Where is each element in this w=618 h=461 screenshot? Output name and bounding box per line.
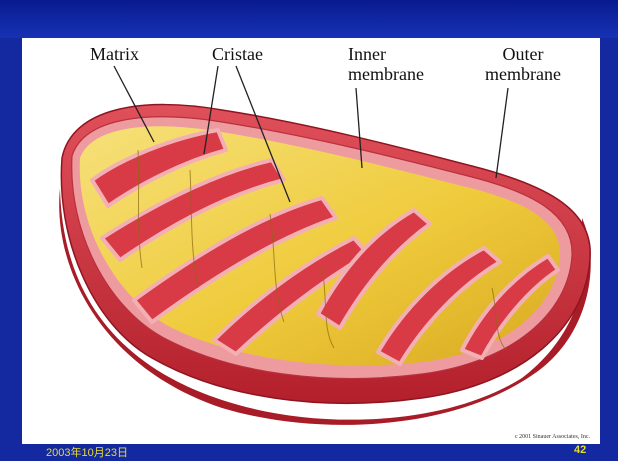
slide-page-number: 42 [574, 444, 586, 456]
label-outer-line2: membrane [485, 64, 561, 84]
label-cristae: Cristae [212, 44, 263, 64]
footer-date: 2003年10月23日 [46, 444, 128, 460]
label-inner-membrane: Inner membrane [348, 44, 424, 84]
label-inner-line1: Inner [348, 44, 424, 64]
label-matrix: Matrix [90, 44, 139, 64]
mitochondrion-illustration [22, 38, 600, 444]
label-inner-line2: membrane [348, 64, 424, 84]
copyright-credit: c 2001 Sinauer Associates, Inc. [515, 434, 590, 440]
label-outer-line1: Outer [485, 44, 561, 64]
label-outer-membrane: Outer membrane [485, 44, 561, 84]
mitochondrion-figure: Matrix Cristae Inner membrane Outer memb… [22, 38, 600, 444]
slide-header-band [0, 0, 618, 38]
